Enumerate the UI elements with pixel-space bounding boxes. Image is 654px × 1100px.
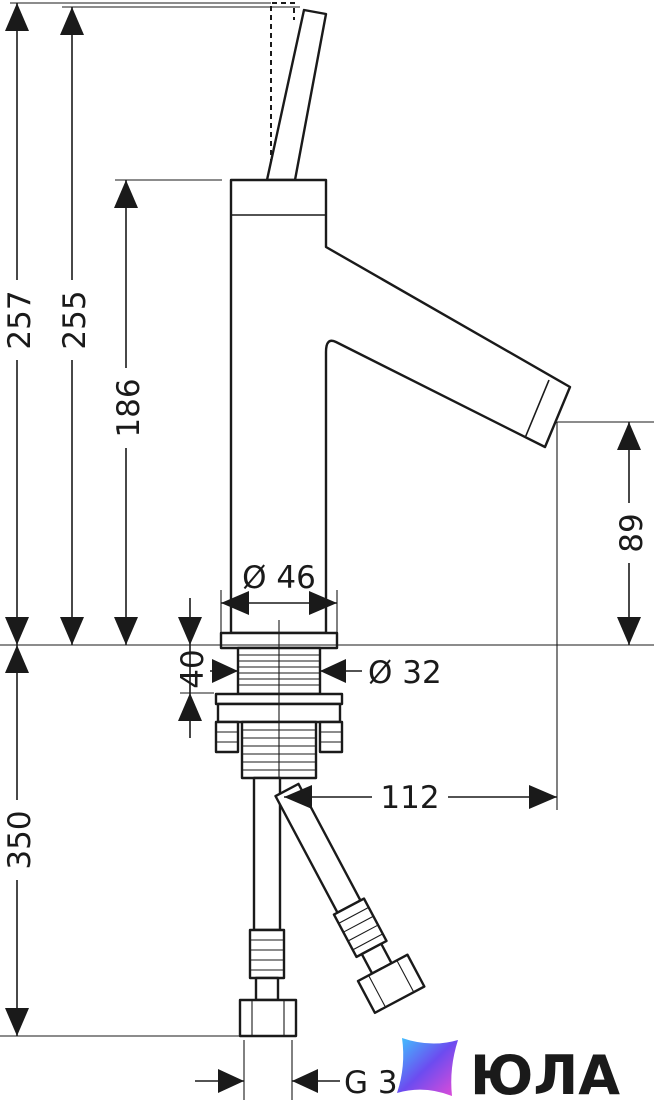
- hose-straight: [252, 776, 282, 932]
- dim-diameter-46: Ø 46: [221, 560, 337, 615]
- dim-350: 350: [0, 645, 38, 1036]
- dim-257-label: 257: [2, 290, 38, 349]
- faucet-outline: [214, 2, 572, 1038]
- hose-straight-ferrule: [248, 928, 286, 980]
- aerator-line: [524, 379, 550, 439]
- dim-diameter-32: Ø 32: [210, 655, 442, 691]
- faucet-body: [229, 178, 572, 635]
- dim-112-label: 112: [380, 780, 439, 816]
- dim-255-label: 255: [57, 290, 93, 349]
- dim-connection-thread: G 3: [195, 1065, 398, 1100]
- hose-straight-neck: [254, 976, 280, 1002]
- dim-186-label: 186: [111, 378, 147, 437]
- dim-diameter-32-label: Ø 32: [368, 655, 442, 691]
- gradient-diamond-icon: [397, 1038, 458, 1096]
- dim-40-label: 40: [175, 649, 211, 688]
- dim-186: 186: [109, 180, 147, 645]
- dim-89-label: 89: [614, 513, 650, 552]
- brand-text: ЮЛА: [470, 1044, 620, 1100]
- lever-alt-position: [270, 2, 295, 182]
- fixing-nut-left: [214, 720, 240, 754]
- dim-connection-thread-label: G 3: [344, 1065, 398, 1100]
- watermark: ЮЛА: [397, 1038, 620, 1100]
- lever: [265, 8, 328, 182]
- dim-112: 112: [284, 780, 557, 816]
- dim-40: 40: [175, 598, 211, 738]
- hose-angled: [274, 782, 426, 1015]
- fixing-nut-right: [318, 720, 344, 754]
- dim-diameter-46-label: Ø 46: [242, 560, 316, 596]
- dim-89: 89: [612, 422, 650, 645]
- dim-350-label: 350: [2, 810, 38, 869]
- dim-257: 257: [0, 3, 38, 645]
- dim-255: 255: [55, 7, 93, 645]
- hose-straight-nut: [238, 998, 298, 1038]
